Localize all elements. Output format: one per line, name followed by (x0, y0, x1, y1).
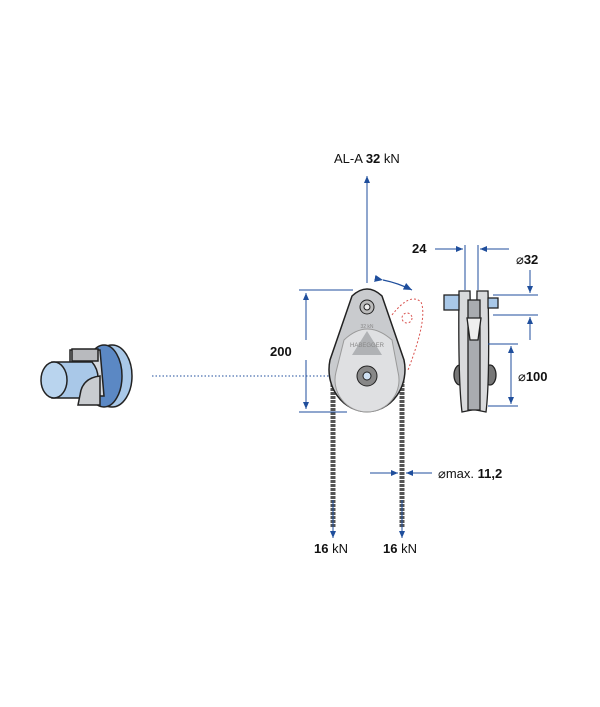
rope-diameter-label: ⌀max. 11,2 (438, 466, 503, 481)
pulley-side-view (443, 290, 499, 413)
side-dimensions (435, 245, 538, 407)
anchor-bolt-illustration (40, 344, 133, 408)
height-dimension (299, 289, 353, 413)
logo-rating: 32 kN (360, 324, 373, 330)
height-dimension-label: 200 (270, 344, 292, 359)
pin-diameter-label: ⌀32 (516, 252, 539, 267)
swing-arrow (374, 274, 413, 291)
rope-left-load-label: 16 kN (314, 541, 348, 556)
logo-brand: HABEGGER (350, 343, 385, 349)
sheave-diameter-label: ⌀100 (518, 369, 548, 384)
rope (330, 380, 405, 528)
pulley-front-view: 32 kN HABEGGER (328, 288, 406, 413)
rope-right-load-label: 16 kN (383, 541, 417, 556)
load-label: AL-A 32 kN (334, 151, 400, 166)
width-dimension-label: 24 (412, 241, 427, 256)
